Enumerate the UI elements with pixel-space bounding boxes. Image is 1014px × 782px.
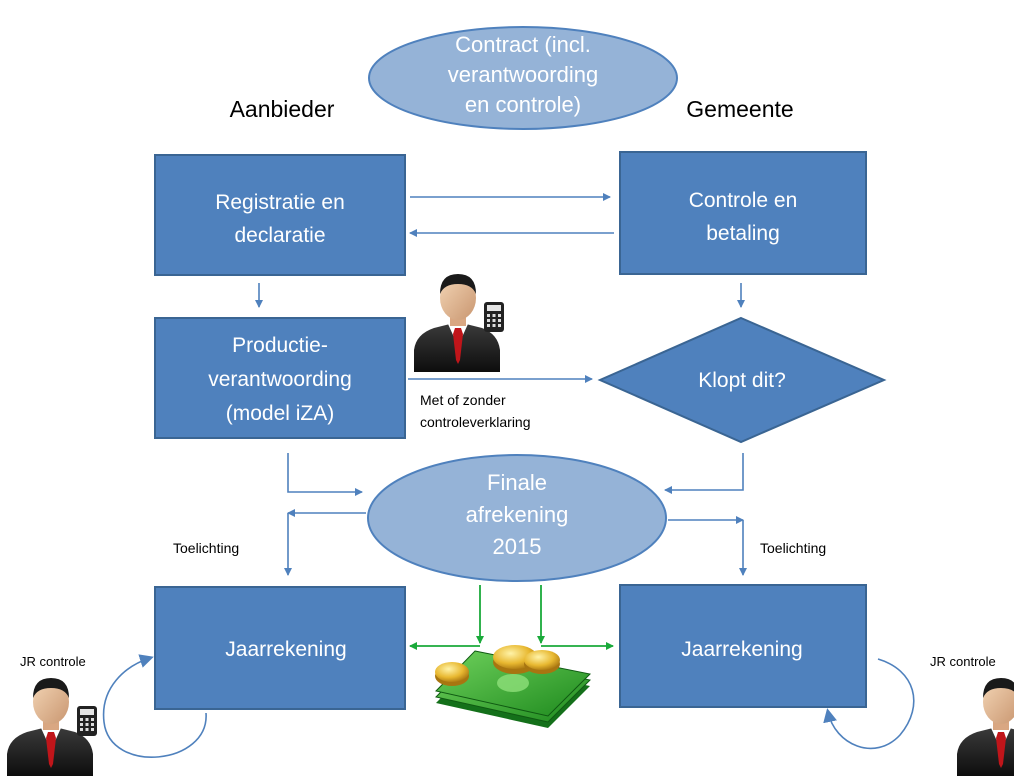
productie-box: Productie- verantwoording (model iZA): [154, 317, 406, 439]
svg-text:afrekening: afrekening: [466, 502, 569, 527]
cycle-arrow-left-icon: [102, 654, 207, 758]
svg-text:en controle): en controle): [465, 92, 581, 117]
money-icon: [435, 645, 592, 728]
jr-controle-left-label: JR controle: [20, 654, 86, 669]
met-of-zonder-label-2: controleverklaring: [420, 414, 531, 430]
svg-text:Klopt dit?: Klopt dit?: [698, 369, 786, 392]
jaarrekening-right-box: Jaarrekening: [619, 584, 867, 708]
svg-text:Contract (incl.: Contract (incl.: [455, 32, 591, 57]
svg-text:declaratie: declaratie: [234, 224, 325, 247]
arrow-klopt-to-finale: [664, 453, 744, 494]
contract-ellipse: Contract (incl. verantwoording en contro…: [368, 26, 678, 130]
klopt-dit-diamond: Klopt dit?: [597, 316, 887, 444]
businessman-calculator-icon: [957, 678, 1014, 776]
svg-text:Registratie en: Registratie en: [215, 191, 345, 214]
svg-text:Jaarrekening: Jaarrekening: [225, 638, 346, 661]
svg-text:betaling: betaling: [706, 222, 780, 245]
header-gemeente: Gemeente: [686, 96, 793, 122]
toelichting-left-label: Toelichting: [173, 540, 239, 556]
header-aanbieder: Aanbieder: [230, 96, 335, 122]
toelichting-right-label: Toelichting: [760, 540, 826, 556]
svg-text:(model iZA): (model iZA): [226, 402, 335, 425]
jr-controle-right-label: JR controle: [930, 654, 996, 669]
registratie-box: Registratie en declaratie: [154, 154, 406, 276]
cycle-arrow-right-icon: [823, 658, 915, 750]
svg-text:2015: 2015: [493, 534, 542, 559]
svg-text:verantwoording: verantwoording: [208, 368, 352, 391]
businessman-calculator-icon: [7, 678, 97, 776]
svg-text:Controle en: Controle en: [689, 189, 798, 212]
controle-betaling-box: Controle en betaling: [619, 151, 867, 275]
svg-text:Productie-: Productie-: [232, 334, 328, 357]
svg-text:verantwoording: verantwoording: [448, 62, 598, 87]
met-of-zonder-label-1: Met of zonder: [420, 392, 506, 408]
arrow-productie-to-finale: [287, 453, 363, 496]
jaarrekening-left-box: Jaarrekening: [154, 586, 406, 710]
finale-afrekening-ellipse: Finale afrekening 2015: [367, 454, 667, 582]
svg-text:Finale: Finale: [487, 470, 547, 495]
svg-text:Jaarrekening: Jaarrekening: [681, 638, 802, 661]
businessman-calculator-icon: [414, 274, 504, 372]
